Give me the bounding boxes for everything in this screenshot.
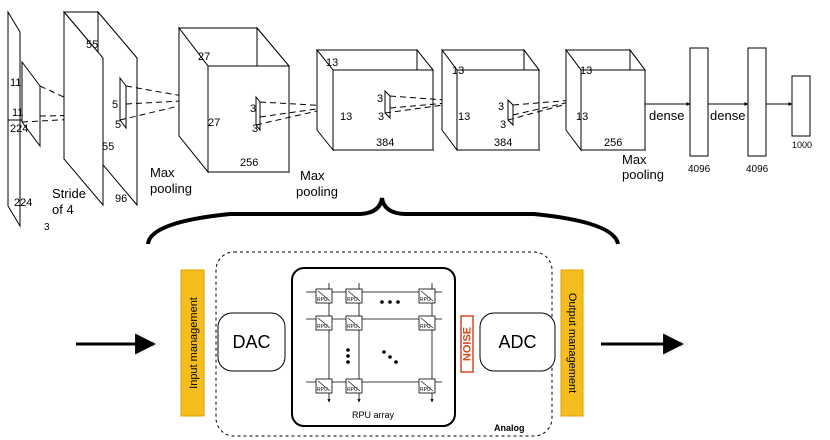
dense1-size: 4096 <box>688 164 711 175</box>
rpu-array-frame <box>291 267 456 427</box>
dense1-label: dense <box>649 108 684 123</box>
rpu-cell: RPU <box>345 315 363 331</box>
dense2-block <box>747 47 767 157</box>
pool1-label-line2: pooling <box>150 181 192 196</box>
conv4-side-dim: 13 <box>458 111 470 123</box>
conv3-top-dim: 13 <box>326 57 338 69</box>
input-layer <box>7 10 41 228</box>
conv4-top-dim: 13 <box>452 65 464 77</box>
pool2-label-line1: Max <box>300 168 325 183</box>
conv1-side-dim: 55 <box>102 141 114 153</box>
dense2-label: dense <box>710 108 745 123</box>
conv5-block <box>565 48 646 152</box>
conv4-depth: 384 <box>494 137 512 149</box>
rpu-cell: RPU <box>315 315 333 331</box>
rpu-cell-label: RPU <box>347 387 358 393</box>
input-dim-224a: 224 <box>10 123 28 135</box>
conv3-kernel-a: 3 <box>377 93 383 105</box>
conv2-kernel-b: 3 <box>252 123 258 135</box>
rpu-cell: RPU <box>418 288 436 304</box>
conv5-top-dim: 13 <box>580 65 592 77</box>
conv4-kernel-a: 3 <box>498 101 504 113</box>
dense2-size: 4096 <box>746 164 769 175</box>
conv3-block <box>315 48 435 152</box>
rpu-cell-label: RPU <box>317 297 328 303</box>
dac-label: DAC <box>232 332 270 352</box>
output-block <box>791 75 811 137</box>
rpu-cell-label: RPU <box>347 324 358 330</box>
rpu-cell-label: RPU <box>420 324 431 330</box>
analog-label: Analog <box>494 423 525 433</box>
conv3-side-dim: 13 <box>340 111 352 123</box>
output-management-box: Output management <box>560 269 584 417</box>
output-management-label: Output management <box>566 293 578 393</box>
pool3-label-line2: pooling <box>622 167 664 182</box>
conv4-projection-lines <box>507 99 575 121</box>
conv1-block <box>62 10 139 207</box>
rpu-cell-label: RPU <box>317 324 328 330</box>
dense1-block <box>689 47 709 157</box>
conv4-block <box>441 48 540 152</box>
rpu-cell: RPU <box>418 378 436 394</box>
noise-label: NOISE <box>462 327 474 361</box>
conv5-depth: 256 <box>604 137 622 149</box>
input-dim-11b: 11 <box>12 107 23 119</box>
input-management-label: Input management <box>188 297 200 389</box>
conv5-side-dim: 13 <box>576 111 588 123</box>
rpu-cell-label: RPU <box>317 387 328 393</box>
conv2-kernel-a: 3 <box>250 103 256 115</box>
rpu-array-label: RPU array <box>352 410 395 420</box>
rpu-cell: RPU <box>418 315 436 331</box>
rpu-cell-label: RPU <box>420 297 431 303</box>
conv1-top-dim: 55 <box>86 39 98 51</box>
conv2-top-dim: 27 <box>198 51 210 63</box>
pool3-label-line1: Max <box>622 152 647 167</box>
ellipsis-dots <box>346 300 400 364</box>
adc-label: ADC <box>498 332 536 352</box>
stride-label-line2: of 4 <box>52 202 74 217</box>
conv1-kernel-a: 5 <box>112 99 118 111</box>
rpu-cell: RPU <box>315 288 333 304</box>
rpu-cell: RPU <box>345 378 363 394</box>
stride-label-line1: Stride <box>52 186 86 201</box>
rpu-cell: RPU <box>345 288 363 304</box>
noise-box: NOISE <box>460 315 474 373</box>
input-management-box: Input management <box>180 269 205 417</box>
conv3-depth: 384 <box>376 137 394 149</box>
output-size: 1000 <box>792 140 812 150</box>
grouping-brace <box>146 197 620 245</box>
conv1-kernel-b: 5 <box>115 119 121 131</box>
conv2-depth: 256 <box>240 157 258 169</box>
pool2-label-line2: pooling <box>296 184 338 199</box>
input-dim-224b: 224 <box>14 197 32 209</box>
conv2-block <box>177 26 291 174</box>
rpu-cell: RPU <box>315 378 333 394</box>
input-dim-11a: 11 <box>10 77 21 89</box>
pool1-label-line1: Max <box>150 165 175 180</box>
conv1-depth: 96 <box>115 193 127 205</box>
rpu-cell-label: RPU <box>420 387 431 393</box>
conv3-kernel-b: 3 <box>378 111 384 123</box>
conv4-kernel-b: 3 <box>500 119 506 131</box>
input-depth-3: 3 <box>44 222 50 233</box>
adc-box: ADC <box>479 312 556 372</box>
dac-box: DAC <box>217 312 286 372</box>
conv2-side-dim: 27 <box>208 117 220 129</box>
rpu-cell-label: RPU <box>347 297 358 303</box>
